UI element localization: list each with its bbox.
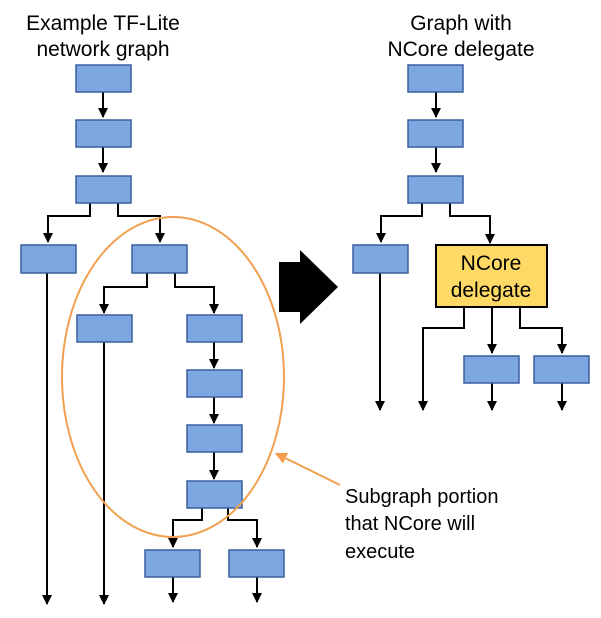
edge [376, 203, 423, 243]
left-edges [42, 92, 262, 605]
subgraph-outline [61, 216, 285, 538]
right-title-line-2: NCore delegate [387, 38, 534, 61]
edge [117, 203, 165, 243]
left-node [131, 244, 188, 274]
transform-arrow [279, 250, 338, 324]
ncore-delegate-node [435, 244, 548, 308]
delegate-label-line-1: NCore [461, 252, 522, 275]
right-node [352, 244, 409, 274]
left-node [75, 64, 132, 93]
left-node [228, 549, 285, 578]
left-node [75, 175, 132, 204]
left-title-line-1: Example TF-Lite [26, 12, 180, 35]
left-node [144, 549, 201, 578]
right-edges [375, 92, 567, 411]
edge [43, 203, 91, 243]
edge [168, 508, 203, 548]
edge [449, 203, 495, 244]
left-title-line-2: network graph [36, 38, 169, 61]
edge [174, 273, 219, 314]
right-node [407, 64, 464, 93]
callout-arrow [274, 452, 341, 486]
left-node [75, 119, 132, 148]
left-node [186, 369, 243, 398]
edge [99, 273, 148, 314]
annotation-line-3: execute [345, 541, 415, 563]
edge [519, 307, 567, 354]
right-graph: NCore delegate [352, 64, 590, 411]
edge [227, 508, 262, 548]
annotation-line-1: Subgraph portion [345, 486, 498, 508]
right-node [407, 175, 464, 204]
edge [418, 307, 465, 411]
annotation-line-2: that NCore will [345, 513, 475, 535]
left-node [186, 480, 243, 509]
right-node [533, 355, 590, 384]
left-node [76, 314, 133, 343]
right-node [407, 119, 464, 148]
left-node [186, 314, 243, 343]
right-title-line-1: Graph with [410, 12, 512, 35]
left-node [20, 244, 77, 274]
left-graph [20, 64, 285, 605]
delegate-label-line-2: delegate [451, 279, 532, 302]
left-node [186, 424, 243, 453]
right-node [463, 355, 520, 384]
